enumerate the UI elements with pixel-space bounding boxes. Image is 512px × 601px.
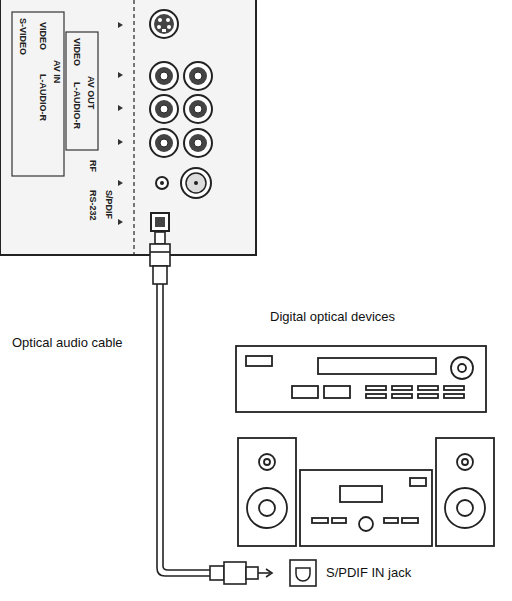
rca-jacks bbox=[150, 62, 212, 157]
av-in-bracket bbox=[12, 12, 64, 176]
optical-plug bbox=[150, 232, 170, 284]
stereo-system bbox=[238, 438, 494, 546]
port-label: S-VIDEO bbox=[18, 18, 28, 55]
rs232-port bbox=[160, 181, 164, 185]
tv-housing bbox=[0, 0, 256, 255]
cable-label: Optical audio cable bbox=[12, 336, 123, 351]
port-label: VIDEO bbox=[38, 22, 48, 50]
spdif-port bbox=[155, 217, 165, 227]
spdif-in-jack bbox=[290, 560, 316, 586]
port-label: RS-232 bbox=[88, 190, 98, 221]
spdif-port bbox=[151, 213, 169, 231]
port-label: RF bbox=[88, 160, 98, 172]
group-label: AV OUT bbox=[86, 76, 96, 109]
pointer-marks bbox=[118, 22, 123, 225]
port-label: L-AUDIO-R bbox=[38, 74, 48, 121]
panel-divider bbox=[133, 0, 134, 255]
rf-coax-jack bbox=[181, 168, 211, 198]
device-label: Digital optical devices bbox=[270, 310, 395, 325]
optical-cable bbox=[157, 284, 210, 576]
group-label: AV IN bbox=[52, 60, 62, 83]
jack-label: S/PDIF IN jack bbox=[326, 566, 411, 581]
digital-receiver bbox=[236, 346, 486, 412]
av-out-bracket bbox=[66, 32, 98, 150]
s-video-jack bbox=[150, 10, 178, 38]
port-label: S/PDIF bbox=[104, 190, 114, 219]
rs232-port bbox=[156, 177, 168, 189]
port-label: L-AUDIO-R bbox=[72, 82, 82, 129]
port-label: VIDEO bbox=[72, 38, 82, 66]
optical-plug bbox=[210, 562, 272, 584]
